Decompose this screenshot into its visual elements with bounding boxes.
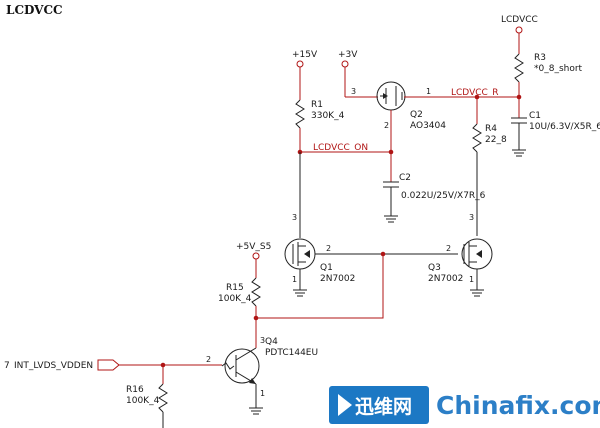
q4-pin-collector: 3 bbox=[260, 336, 265, 345]
q2-ref: Q2 bbox=[410, 110, 423, 120]
r16-ref: R16 bbox=[126, 385, 144, 395]
input-port-arrow bbox=[97, 359, 120, 371]
q3-pin-source: 1 bbox=[469, 275, 474, 284]
watermark-en: Chinafix.com bbox=[436, 391, 600, 420]
sheet-title: LCDVCC bbox=[6, 3, 63, 17]
net-lcdvcc-on: LCDVCC_ON bbox=[313, 143, 368, 153]
q1-pin-gate: 2 bbox=[326, 244, 331, 253]
r4-ref: R4 bbox=[485, 124, 497, 134]
resistor-r4: R4 22_8 bbox=[472, 97, 507, 236]
q1-pin-drain: 3 bbox=[292, 213, 297, 222]
watermark-cn: 迅维网 bbox=[355, 395, 412, 418]
q1-ref: Q1 bbox=[320, 263, 333, 273]
c2-ref: C2 bbox=[399, 173, 411, 183]
q2-pin-gate: 2 bbox=[384, 121, 389, 130]
c1-value: 10U/6.3V/X5R_6 bbox=[529, 122, 600, 132]
watermark-logo-icon bbox=[338, 394, 352, 416]
resistor-r15: R15 100K_4 bbox=[218, 259, 261, 348]
rail-p5v-s5: +5V_S5 bbox=[236, 242, 271, 260]
watermark-logo-box bbox=[329, 386, 429, 424]
rail-lcdvcc: LCDVCC bbox=[501, 15, 538, 34]
capacitor-c2: C2 0.022U/25V/X7R_6 bbox=[383, 152, 486, 223]
r3-value: *0_8_short bbox=[534, 64, 583, 74]
q4-ref: Q4 bbox=[265, 337, 278, 347]
resistor-r16: R16 100K_4 bbox=[126, 365, 168, 428]
r15-value: 100K_4 bbox=[218, 294, 252, 304]
c2-value: 0.022U/25V/X7R_6 bbox=[401, 191, 486, 201]
junction-q4-collector bbox=[253, 315, 259, 321]
q4-value: PDTC144EU bbox=[265, 348, 318, 358]
r16-value: 100K_4 bbox=[126, 396, 160, 406]
rail-p15v: +15V bbox=[292, 50, 318, 100]
q2-value: AO3404 bbox=[410, 121, 446, 131]
q3-value: 2N7002 bbox=[428, 274, 463, 284]
resistor-r1: R1 330K_4 bbox=[295, 99, 345, 152]
rail-p3v: +3V bbox=[338, 50, 358, 68]
q1-value: 2N7002 bbox=[320, 274, 355, 284]
input-net-label: INT_LVDS_VDDEN bbox=[14, 361, 93, 371]
input-port: 7 INT_LVDS_VDDEN bbox=[4, 359, 222, 371]
watermark: 迅维网 Chinafix.com bbox=[329, 386, 600, 424]
r3-ref: R3 bbox=[534, 53, 546, 63]
r4-value: 22_8 bbox=[485, 135, 507, 145]
wire-gate-to-q4 bbox=[256, 254, 384, 319]
q1-pin-source: 1 bbox=[292, 275, 297, 284]
q2-pin-source: 3 bbox=[351, 87, 356, 96]
rail-p15v-label: +15V bbox=[292, 50, 318, 60]
q3-pin-gate: 2 bbox=[446, 244, 451, 253]
input-sheet-ref: 7 bbox=[4, 361, 10, 371]
transistor-q4: 2 3 1 Q4 PDTC144EU bbox=[206, 336, 318, 415]
net-lcdvcc-r: LCDVCC_R bbox=[451, 88, 499, 98]
c1-ref: C1 bbox=[529, 111, 541, 121]
resistor-r3: R3 *0_8_short bbox=[514, 33, 583, 97]
r1-value: 330K_4 bbox=[311, 111, 345, 121]
q4-pin-emitter: 1 bbox=[260, 389, 265, 398]
rail-p5v-s5-label: +5V_S5 bbox=[236, 242, 271, 252]
r15-ref: R15 bbox=[226, 283, 244, 293]
rail-lcdvcc-label: LCDVCC bbox=[501, 15, 538, 25]
q4-pin-base: 2 bbox=[206, 355, 211, 364]
capacitor-c1: C1 10U/6.3V/X5R_6 bbox=[511, 97, 600, 157]
q3-pin-drain: 3 bbox=[469, 213, 474, 222]
r1-ref: R1 bbox=[311, 100, 323, 110]
mosfet-q3: 3 2 1 Q3 2N7002 bbox=[428, 213, 493, 297]
rail-p3v-label: +3V bbox=[338, 50, 358, 60]
mosfet-q1: 3 2 1 Q1 2N7002 bbox=[284, 152, 458, 297]
mosfet-q2: 3 1 2 Q2 AO3404 bbox=[344, 67, 519, 152]
q2-pin-drain: 1 bbox=[426, 87, 431, 96]
q3-ref: Q3 bbox=[428, 263, 441, 273]
